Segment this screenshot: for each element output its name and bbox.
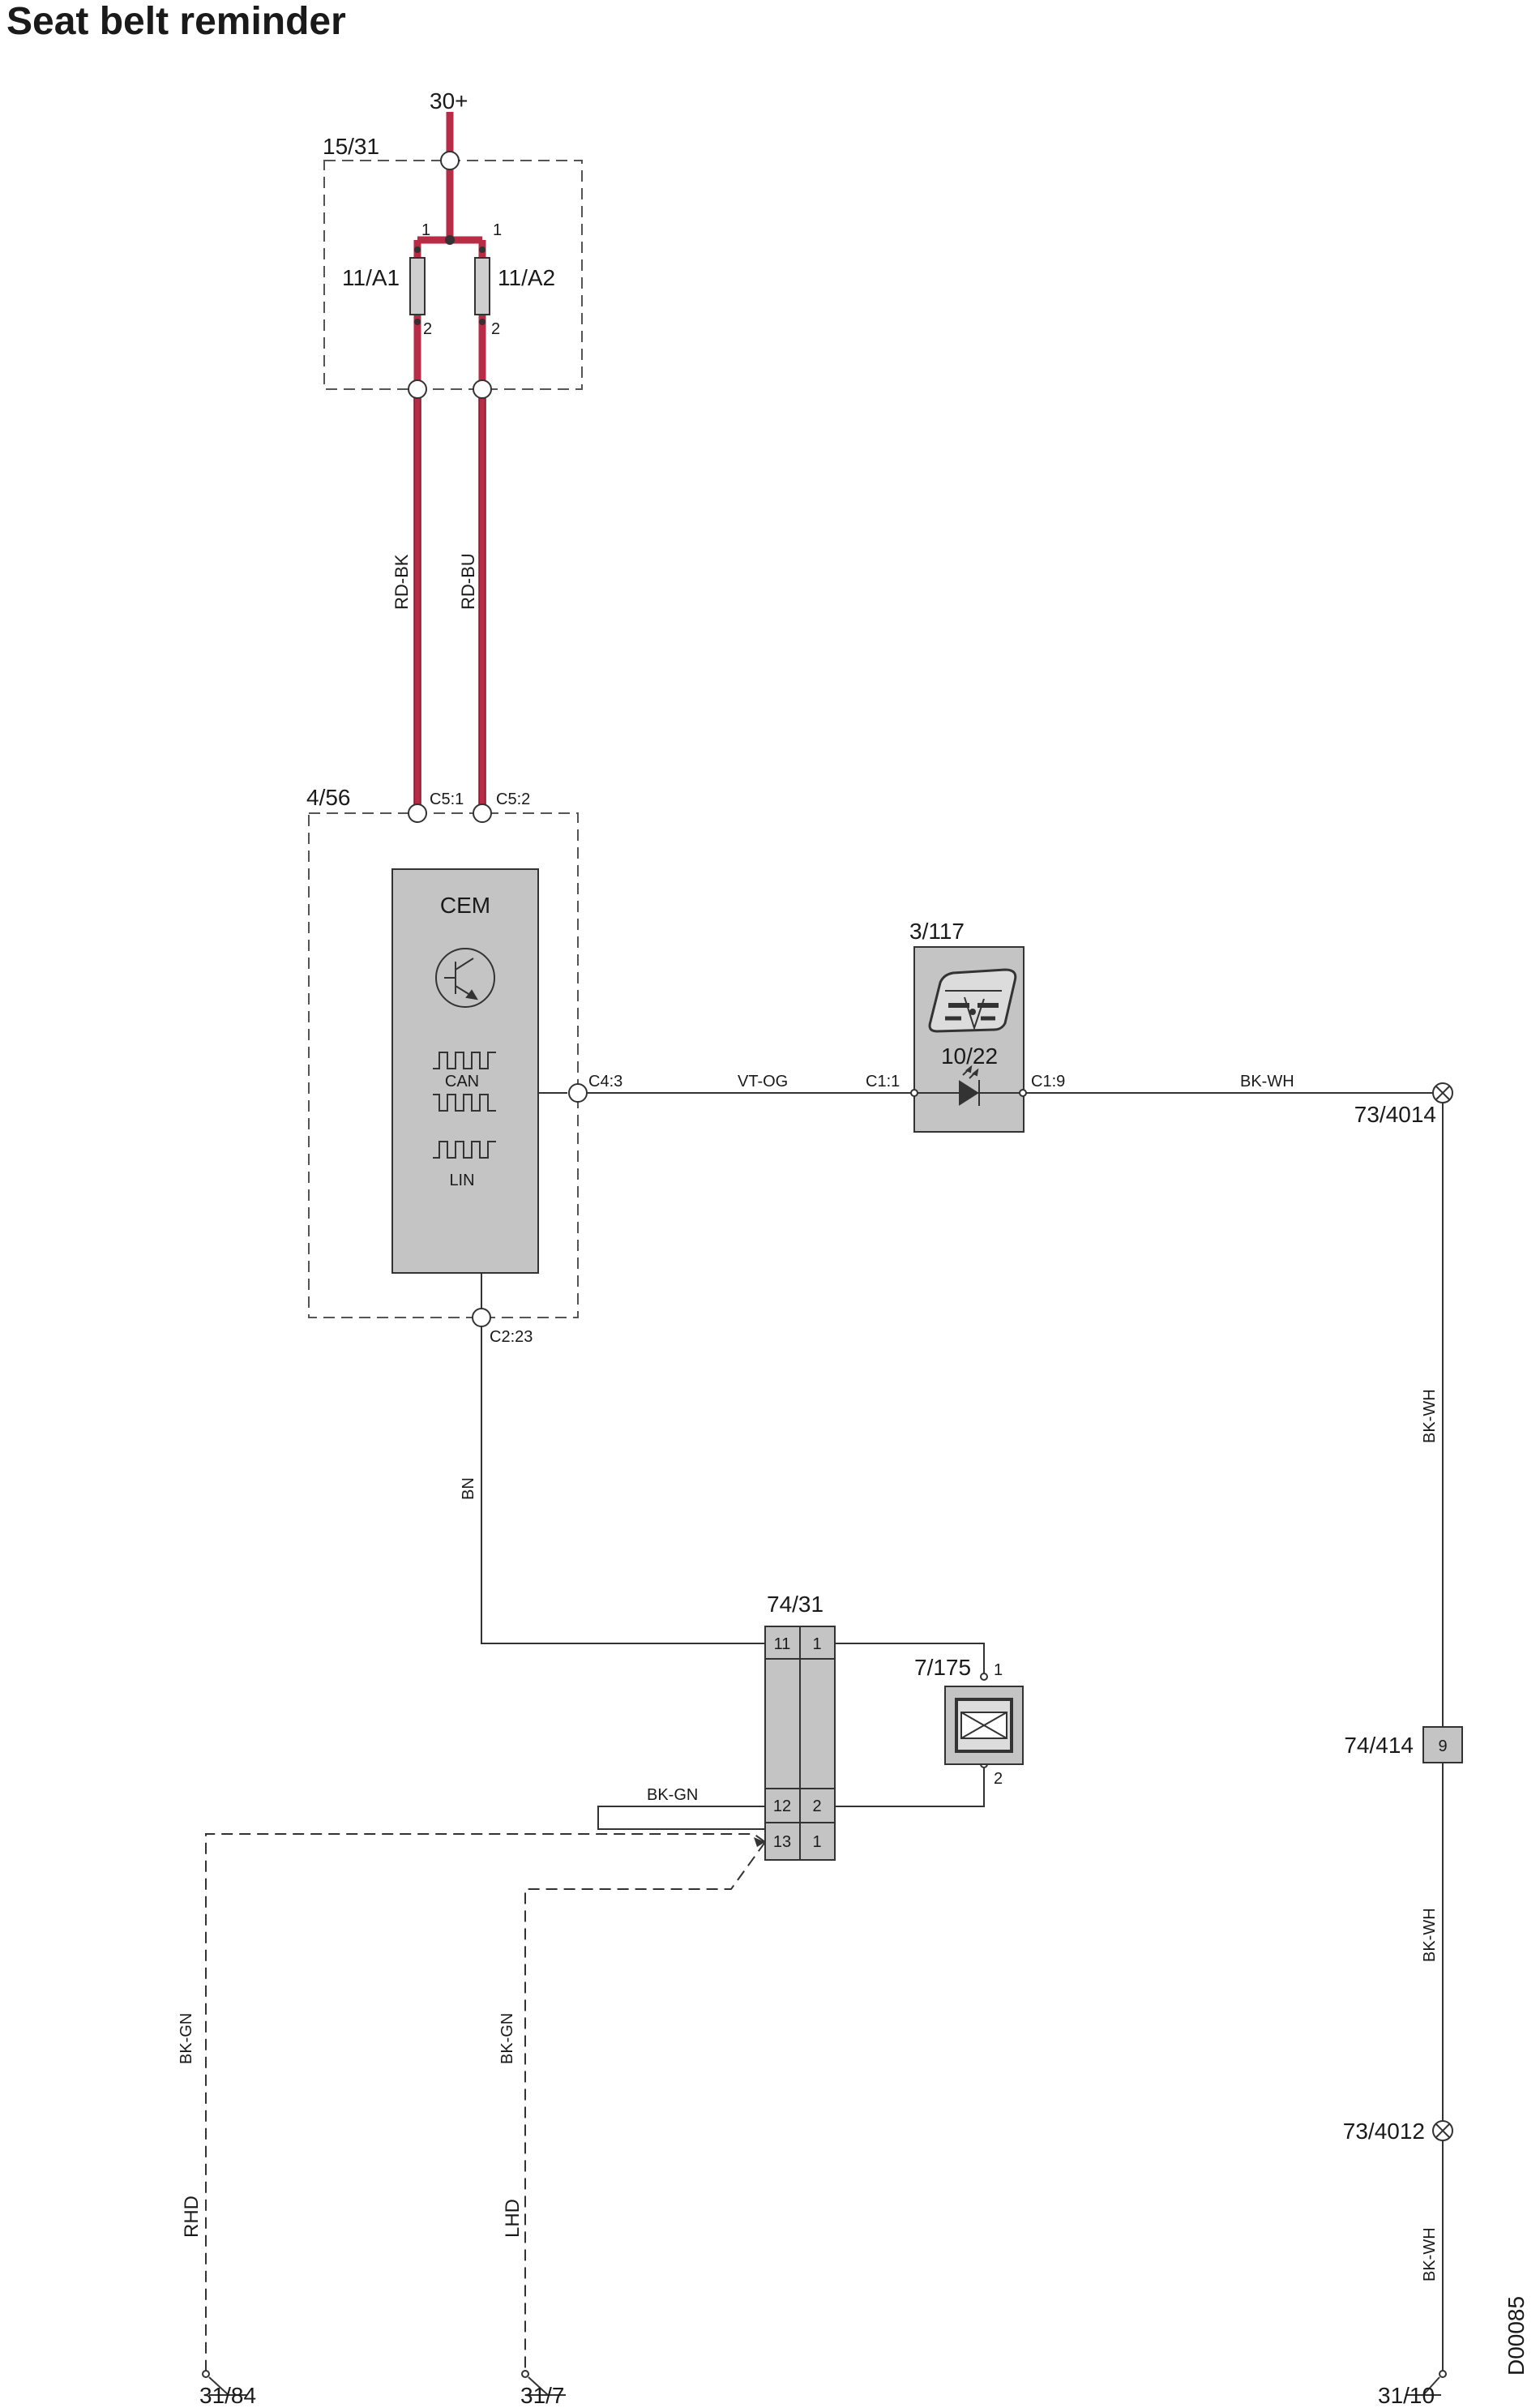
cem-pin-c223-label: C2:23: [490, 1328, 533, 1346]
ground-31-7-label: 31/7: [520, 2383, 565, 2408]
variant-rhd-label: RHD: [181, 2196, 203, 2238]
supply-terminal: [440, 151, 460, 170]
transistor-icon: [435, 948, 495, 1008]
seat-switch-sensor-icon: [944, 1686, 1024, 1765]
fuse-junction-dot: [445, 235, 455, 245]
indicator-sub-label: 10/22: [941, 1043, 998, 1069]
seat-switch-pin1-dot: [980, 1673, 988, 1681]
seat-belt-symbol-icon: [928, 968, 1017, 1033]
indicator-pin-c19-label: C1:9: [1031, 1073, 1065, 1090]
wire-bk-gn-loop: [597, 1806, 765, 1830]
seat-switch-pin1: 1: [994, 1661, 1003, 1679]
wire-label-bk-wh-mid: BK-WH: [1421, 1908, 1439, 1962]
wire-to-switch-pin1: [835, 1643, 985, 1673]
can-waveform-icon: [433, 1052, 496, 1112]
cem-pin-c51: [408, 803, 427, 823]
fuse-11-a1: 11/A1 1 2: [342, 221, 432, 338]
seat-switch-label: 7/175: [914, 1655, 971, 1680]
junction-arrow: [754, 1837, 765, 1847]
cem-box-label: 4/56: [306, 785, 351, 810]
connector-74-31-r1-right: 1: [812, 1635, 821, 1653]
cem-can-label: CAN: [445, 1073, 479, 1090]
lin-waveform-icon: [433, 1141, 496, 1159]
connector-74-31-label: 74/31: [767, 1592, 823, 1617]
connector-74-31-r2-right: 2: [812, 1797, 821, 1815]
ground-31-84-label: 31/84: [199, 2383, 256, 2408]
wire-label-bk-wh-right: BK-WH: [1421, 1389, 1439, 1443]
wire-label-bk-wh-low: BK-WH: [1421, 2227, 1439, 2282]
cem-pin-c223: [472, 1308, 491, 1327]
cem-pin-c51-label: C5:1: [430, 791, 464, 808]
svg-text:11/A1: 11/A1: [342, 265, 400, 290]
indicator-pin-c11: [910, 1089, 918, 1097]
svg-text:2: 2: [491, 320, 500, 338]
cem-lin-label: LIN: [449, 1172, 474, 1189]
svg-text:2: 2: [423, 320, 432, 338]
fusebox-terminal-a1: [408, 379, 427, 399]
cem-pin-c43: [568, 1083, 588, 1103]
connector-74-31-r3-left: 13: [773, 1833, 791, 1851]
power-wires: [413, 112, 486, 811]
svg-text:1: 1: [421, 221, 430, 239]
fusebox-terminal-a2: [473, 379, 492, 399]
connector-74-31-r2-left: 12: [773, 1797, 791, 1815]
wire-label-bk-gn-center: BK-GN: [498, 2013, 516, 2064]
wire-bn: [481, 1326, 765, 1644]
connector-74-414-pin: 9: [1438, 1737, 1447, 1755]
supply-label: 30+: [430, 88, 468, 114]
wire-from-switch-pin2: [835, 1767, 985, 1807]
document-id: D00085: [1504, 2296, 1529, 2376]
ground-31-10-label: 31/10: [1378, 2383, 1435, 2408]
svg-text:11/A2: 11/A2: [498, 265, 555, 290]
wire-label-rd-bu: RD-BU: [458, 553, 478, 610]
cem-outline: [308, 812, 579, 1318]
splice-73-4014-label: 73/4014: [1354, 1102, 1436, 1127]
wire-label-bk-gn-mid: BK-GN: [647, 1786, 698, 1804]
fusebox-label: 15/31: [323, 134, 379, 159]
cem-name: CEM: [440, 893, 490, 918]
wire-label-vt-og: VT-OG: [738, 1073, 788, 1090]
connector-74-31: [764, 1626, 836, 1861]
cem-pin-c43-label: C4:3: [588, 1073, 622, 1090]
seat-switch-pin2: 2: [994, 1770, 1003, 1788]
ground-31-84-icon: [202, 2370, 246, 2396]
svg-text:1: 1: [493, 221, 502, 239]
wire-bk-gn-lhd: [524, 1841, 766, 2371]
wire-label-rd-bk: RD-BK: [391, 554, 412, 610]
indicator-label: 3/117: [909, 919, 965, 944]
indicator-pin-c11-label: C1:1: [866, 1073, 900, 1090]
splice-73-4012: [1432, 2120, 1453, 2141]
splice-73-4014: [1432, 1082, 1453, 1103]
indicator-pin-c19: [1019, 1089, 1027, 1097]
variant-lhd-label: LHD: [502, 2199, 524, 2238]
page-title: Seat belt reminder: [6, 0, 346, 43]
wire-bk-gn-rhd: [205, 1833, 766, 2371]
ground-31-7-icon: [521, 2370, 566, 2396]
fuse-11-a2: 11/A2 1 2: [474, 221, 555, 338]
ground-31-10-icon: [1405, 2370, 1447, 2396]
led-icon: [914, 1065, 1023, 1106]
wire-label-bn: BN: [460, 1477, 477, 1500]
cem-module: [391, 868, 539, 1274]
connector-74-414-label: 74/414: [1344, 1733, 1414, 1758]
splice-73-4012-label: 73/4012: [1343, 2119, 1425, 2144]
connector-74-414: [1422, 1726, 1463, 1763]
wire-label-bk-wh-top: BK-WH: [1240, 1073, 1294, 1090]
connector-74-31-r3-right: 1: [812, 1833, 821, 1851]
wire-label-bk-gn-left: BK-GN: [178, 2013, 195, 2064]
connector-74-31-r1-left: 11: [774, 1635, 791, 1653]
cem-pin-c52: [473, 803, 492, 823]
cem-pin-c52-label: C5:2: [496, 791, 530, 808]
